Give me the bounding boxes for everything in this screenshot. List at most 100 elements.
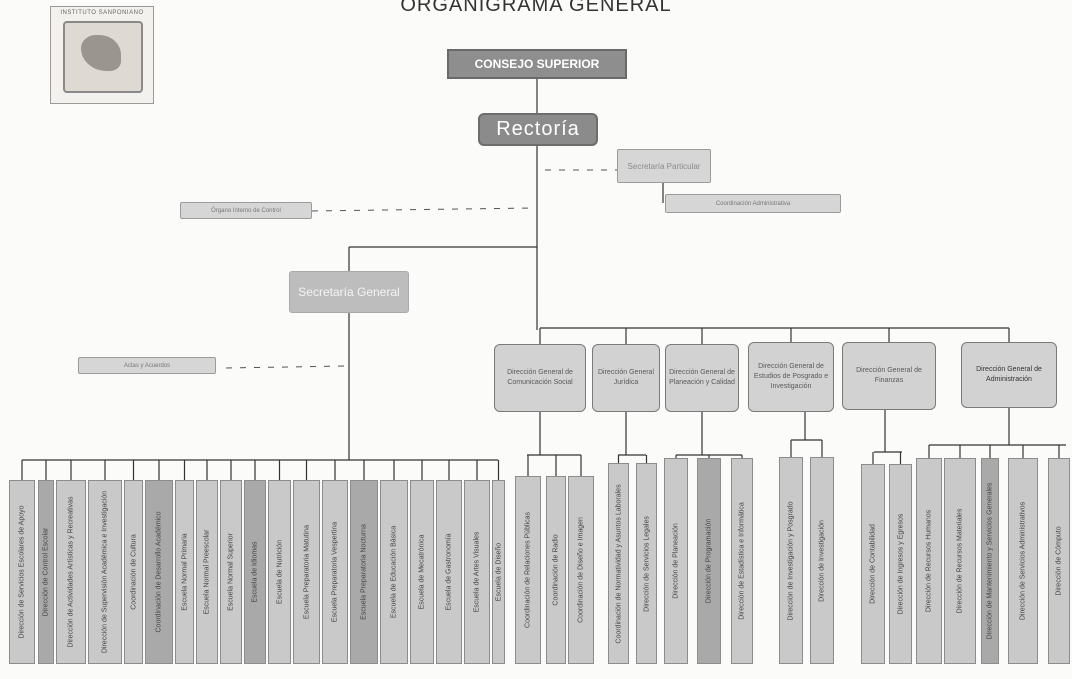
administracion-unit-2: Dirección de Mantenimiento y Servicios G… xyxy=(981,458,999,664)
consejo-superior-label: CONSEJO SUPERIOR xyxy=(474,57,600,71)
secgen-unit-label-15: Escuela de Mecatrónica xyxy=(418,534,426,610)
administracion-unit-3: Dirección de Servicios Administrativos xyxy=(1008,458,1038,664)
dir-finanzas-label: Dirección General de Finanzas xyxy=(856,367,922,384)
comunicacion-unit-2: Coordinación de Diseño e Imagen xyxy=(568,476,594,664)
dir-planeacion-label: Dirección General de Planeación y Calida… xyxy=(669,369,735,386)
secretaria-general-box: Secretaría General xyxy=(289,271,409,313)
juridica-unit-label-1: Dirección de Servicios Legales xyxy=(643,515,650,612)
comunicacion-unit-0: Coordinación de Relaciones Públicas xyxy=(515,476,541,664)
secgen-unit-0: Dirección de Servicios Escolares de Apoy… xyxy=(9,480,35,664)
secgen-unit-5: Coordinación de Desarrollo Académico xyxy=(145,480,173,664)
secgen-unit-2: Dirección de Actividades Artísticas y Re… xyxy=(56,480,86,664)
administracion-unit-0: Dirección de Recursos Humanos xyxy=(916,458,942,664)
secretaria-general-label: Secretaría General xyxy=(298,285,400,299)
posgrado-unit-label-0: Dirección de Investigación y Posgrado xyxy=(787,500,795,621)
dir-posgrado-box: Dirección General de Estudios de Posgrad… xyxy=(748,342,834,412)
administracion-unit-label-2: Dirección de Mantenimiento y Servicios G… xyxy=(986,482,994,640)
secgen-unit-label-18: Escuela de Diseño xyxy=(495,542,502,602)
secgen-unit-1: Dirección de Control Escolar xyxy=(38,480,54,664)
secgen-unit-label-12: Escuela Preparatoria Vespertina xyxy=(331,521,339,623)
planeacion-unit-1: Dirección de Programación xyxy=(697,458,721,664)
dir-comunicacion-label: Dirección General de Comunicación Social xyxy=(507,369,573,386)
planeacion-unit-2: Dirección de Estadística e Informática xyxy=(731,458,753,664)
secgen-unit-13: Escuela Preparatoria Nocturna xyxy=(350,480,378,664)
secgen-unit-14: Escuela de Educación Básica xyxy=(380,480,408,664)
secgen-unit-label-8: Escuela Normal Superior xyxy=(227,533,235,611)
secgen-unit-10: Escuela de Nutrición xyxy=(268,480,291,664)
actas-acuerdos-box: Actas y Acuerdos xyxy=(78,357,216,374)
rectoria-label: Rectoría xyxy=(496,118,580,140)
comunicacion-unit-1: Coordinación de Radio xyxy=(546,476,566,664)
secgen-unit-3: Dirección de Supervisión Académica e Inv… xyxy=(88,480,122,664)
secgen-unit-17: Escuela de Artes Visuales xyxy=(464,480,490,664)
secgen-unit-15: Escuela de Mecatrónica xyxy=(410,480,434,664)
secgen-unit-label-5: Coordinación de Desarrollo Académico xyxy=(155,511,163,633)
dir-juridica-label: Dirección General Jurídica xyxy=(597,369,655,386)
secgen-unit-11: Escuela Preparatoria Matutina xyxy=(293,480,320,664)
secgen-unit-label-14: Escuela de Educación Básica xyxy=(390,525,398,619)
administracion-unit-label-4: Dirección de Cómputo xyxy=(1055,526,1063,596)
secgen-unit-label-13: Escuela Preparatoria Nocturna xyxy=(360,524,368,620)
secgen-unit-label-17: Escuela de Artes Visuales xyxy=(473,531,481,613)
dir-finanzas-box: Dirección General de Finanzas xyxy=(842,342,936,410)
secgen-unit-label-10: Escuela de Nutrición xyxy=(276,539,283,605)
secgen-unit-8: Escuela Normal Superior xyxy=(220,480,242,664)
secgen-unit-16: Escuela de Gastronomía xyxy=(436,480,462,664)
posgrado-unit-1: Dirección de Investigación xyxy=(810,457,834,664)
finanzas-unit-1: Dirección de Ingresos y Egresos xyxy=(889,464,912,664)
administracion-unit-label-1: Dirección de Recursos Materiales xyxy=(956,508,964,614)
actas-dashed-line xyxy=(225,365,348,369)
organo-interno-dashed-line xyxy=(311,207,536,212)
secgen-unit-label-1: Dirección de Control Escolar xyxy=(42,527,50,617)
secgen-unit-18: Escuela de Diseño xyxy=(492,480,505,664)
juridica-unit-1: Dirección de Servicios Legales xyxy=(636,463,657,664)
administracion-unit-label-0: Dirección de Recursos Humanos xyxy=(925,509,933,613)
planeacion-unit-label-1: Dirección de Programación xyxy=(705,518,713,604)
administracion-unit-4: Dirección de Cómputo xyxy=(1048,458,1070,664)
secgen-unit-9: Escuela de Idiomas xyxy=(244,480,266,664)
dir-administracion-label: Dirección General de Administración xyxy=(976,366,1042,383)
secretaria-particular-box: Secretaría Particular xyxy=(617,149,711,183)
organo-interno-box: Órgano Interno de Control xyxy=(180,202,312,219)
dir-administracion-box: Dirección General de Administración xyxy=(961,342,1057,408)
posgrado-unit-0: Dirección de Investigación y Posgrado xyxy=(779,457,803,664)
seal-text: INSTITUTO SANPONIANO xyxy=(60,10,144,16)
rectoria-box: Rectoría xyxy=(478,113,598,146)
secgen-unit-label-6: Escuela Normal Primaria xyxy=(181,533,188,611)
secgen-unit-6: Escuela Normal Primaria xyxy=(175,480,194,664)
dir-comunicacion-box: Dirección General de Comunicación Social xyxy=(494,344,586,412)
comunicacion-unit-label-2: Coordinación de Diseño e Imagen xyxy=(577,517,585,623)
juridica-unit-label-0: Coordinación de Normatividad y Asuntos L… xyxy=(615,483,622,644)
secgen-unit-label-7: Escuela Normal Preescolar xyxy=(203,529,211,615)
dir-posgrado-label: Dirección General de Estudios de Posgrad… xyxy=(753,363,829,390)
institution-seal-logo: INSTITUTO SANPONIANO xyxy=(50,6,154,104)
administracion-unit-1: Dirección de Recursos Materiales xyxy=(944,458,976,664)
planeacion-unit-0: Dirección de Planeación xyxy=(664,458,688,664)
finanzas-unit-0: Dirección de Contabilidad xyxy=(861,464,885,664)
seal-emblem xyxy=(63,21,143,93)
consejo-superior-box: CONSEJO SUPERIOR xyxy=(447,49,627,79)
dir-juridica-box: Dirección General Jurídica xyxy=(592,344,660,412)
secgen-unit-label-3: Dirección de Supervisión Académica e Inv… xyxy=(101,490,109,654)
comunicacion-unit-label-0: Coordinación de Relaciones Públicas xyxy=(524,512,532,628)
posgrado-unit-label-1: Dirección de Investigación xyxy=(818,519,826,602)
finanzas-unit-label-1: Dirección de Ingresos y Egresos xyxy=(897,513,904,615)
dir-planeacion-box: Dirección General de Planeación y Calida… xyxy=(665,344,739,412)
secgen-unit-label-11: Escuela Preparatoria Matutina xyxy=(303,524,310,620)
secgen-unit-label-9: Escuela de Idiomas xyxy=(251,541,259,603)
secgen-unit-label-2: Dirección de Actividades Artísticas y Re… xyxy=(67,496,75,648)
secgen-unit-label-16: Escuela de Gastronomía xyxy=(445,533,453,611)
juridica-unit-0: Coordinación de Normatividad y Asuntos L… xyxy=(608,463,629,664)
secgen-unit-label-4: Coordinación de Cultura xyxy=(130,534,137,610)
secgen-unit-7: Escuela Normal Preescolar xyxy=(196,480,218,664)
coordinacion-administrativa-box: Coordinación Administrativa xyxy=(665,194,841,213)
planeacion-unit-label-0: Dirección de Planeación xyxy=(672,523,680,599)
coordinacion-administrativa-label: Coordinación Administrativa xyxy=(715,200,791,207)
comunicacion-unit-label-1: Coordinación de Radio xyxy=(552,534,560,606)
administracion-unit-label-3: Dirección de Servicios Administrativos xyxy=(1019,501,1027,621)
finanzas-unit-label-0: Dirección de Contabilidad xyxy=(869,524,877,604)
chart-title: ORGANIGRAMA GENERAL xyxy=(400,0,672,16)
planeacion-unit-label-2: Dirección de Estadística e Informática xyxy=(738,502,746,620)
secgen-unit-4: Coordinación de Cultura xyxy=(124,480,143,664)
